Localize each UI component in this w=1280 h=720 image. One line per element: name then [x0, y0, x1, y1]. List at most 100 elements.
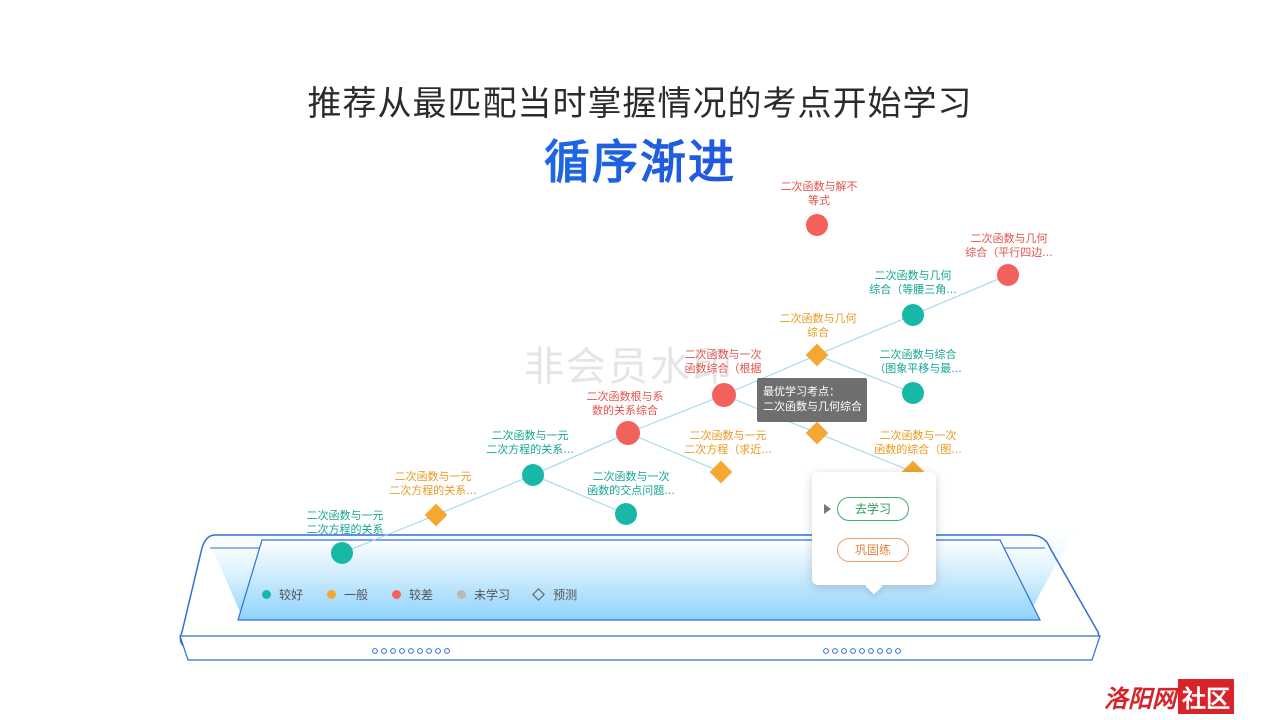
node-label-line: 等式: [808, 194, 830, 207]
node-label: 二次函数与一元二次方程的关系...: [480, 429, 580, 457]
node-label-line: 二次函数与一次: [879, 429, 957, 442]
logo-text: 洛阳网: [1104, 683, 1176, 713]
edge-n3-n4: [532, 474, 627, 515]
topic-node-poor[interactable]: [616, 421, 640, 445]
speaker-grille: [372, 648, 901, 654]
legend-unlearned-label: 未学习: [474, 588, 511, 602]
speaker-hole: [850, 648, 856, 654]
edge-n2-n3: [435, 474, 534, 516]
topic-node-poor[interactable]: [712, 383, 736, 407]
speaker-hole: [841, 648, 847, 654]
tooltip-line2: 二次函数与几何综合: [763, 400, 862, 413]
legend-good: 较好: [262, 586, 303, 603]
topic-node-good[interactable]: [522, 464, 544, 486]
node-label-line: 二次函数与几何: [874, 269, 952, 282]
node-label-line: 二次方程的关系: [306, 523, 384, 536]
node-label-line: （图象平移与最...: [874, 362, 962, 375]
speaker-hole: [886, 648, 892, 654]
action-popup: 去学习 巩固练: [812, 472, 936, 585]
node-label-line: 二次方程（求近...: [684, 443, 772, 456]
speaker-hole: [859, 648, 865, 654]
legend: 较好 一般 较差 未学习 预测: [262, 586, 577, 603]
node-label-line: 二次函数与几何: [779, 312, 857, 325]
unlearned-dot-icon: [457, 590, 467, 599]
legend-poor-label: 较差: [409, 588, 434, 602]
speaker-hole: [417, 648, 423, 654]
speaker-hole: [390, 648, 396, 654]
node-label-line: 二次函数与一元: [491, 429, 569, 442]
go-learn-button[interactable]: 去学习: [837, 497, 909, 521]
diamond-outline-icon: [532, 588, 545, 601]
tablet-device: [179, 534, 1101, 661]
topic-node-average[interactable]: [709, 460, 733, 484]
speaker-hole: [868, 648, 874, 654]
poor-dot-icon: [392, 590, 402, 599]
edge-n7-n8: [723, 354, 818, 396]
node-label-line: 二次方程的关系...: [486, 443, 574, 456]
legend-poor: 较差: [392, 586, 433, 603]
node-label-line: 二次函数与一次: [592, 470, 670, 483]
node-label-line: 二次函数与一次: [684, 348, 762, 361]
legend-unlearned: 未学习: [457, 586, 510, 603]
topic-node-good[interactable]: [331, 542, 353, 564]
edge-n3-n5: [532, 432, 629, 476]
node-label: 二次函数与一次函数的交点问题...: [581, 470, 681, 498]
node-label: 二次函数与一元二次方程的关系: [295, 509, 395, 537]
speaker-hole: [444, 648, 450, 654]
edge-n1-n2: [341, 514, 437, 554]
speaker-hole: [381, 648, 387, 654]
node-label-line: 函数的交点问题...: [587, 484, 675, 497]
speaker-hole: [895, 648, 901, 654]
edge-n5-n7: [627, 394, 725, 434]
topic-node-average[interactable]: [805, 343, 829, 367]
node-label-line: 二次函数与一元: [689, 429, 767, 442]
node-label-line: 综合: [807, 326, 829, 339]
node-label-line: 二次函数与几何: [970, 232, 1048, 245]
speaker-hole: [426, 648, 432, 654]
headline: 推荐从最匹配当时掌握情况的考点开始学习: [307, 84, 973, 124]
node-label: 二次函数与一次函数综合（根据: [673, 348, 773, 376]
node-label: 二次函数根与系数的关系综合: [575, 390, 675, 418]
speaker-hole: [435, 648, 441, 654]
speaker-hole: [823, 648, 829, 654]
topic-node-good[interactable]: [902, 304, 924, 326]
edge-n9-n10: [816, 432, 914, 473]
node-label: 二次函数与一次函数的综合（图...: [868, 429, 968, 457]
topic-node-poor[interactable]: [997, 264, 1019, 286]
tooltip-line1: 最优学习考点：: [763, 385, 840, 398]
speaker-hole: [877, 648, 883, 654]
node-label-line: 函数的综合（图...: [874, 443, 962, 456]
edge-n8-n11: [816, 354, 914, 394]
legend-average: 一般: [327, 586, 368, 603]
edge-n8-n12: [816, 314, 914, 356]
topic-node-good[interactable]: [615, 503, 637, 525]
topic-node-good[interactable]: [902, 382, 924, 404]
node-label-line: 二次函数与一元: [306, 509, 384, 522]
topic-node-poor[interactable]: [806, 214, 828, 236]
legend-predict: 预测: [532, 586, 578, 603]
topic-node-average[interactable]: [424, 503, 448, 527]
node-label-line: 函数综合（根据: [684, 362, 762, 375]
node-label: 二次函数与几何综合: [768, 312, 868, 340]
node-label: 二次函数与一元二次方程（求近...: [678, 429, 778, 457]
legend-average-label: 一般: [344, 588, 369, 602]
speaker-hole: [399, 648, 405, 654]
node-label-line: 二次函数根与系: [586, 390, 664, 403]
node-label-line: 综合（平行四边...: [965, 246, 1053, 259]
node-label-line: 数的关系综合: [592, 404, 658, 417]
node-label-line: 二次函数与综合: [879, 348, 957, 361]
optimal-point-tooltip: 最优学习考点： 二次函数与几何综合: [757, 378, 867, 422]
legend-predict-label: 预测: [553, 588, 578, 602]
topic-node-average[interactable]: [805, 421, 829, 445]
node-label: 二次函数与几何综合（等腰三角...: [863, 269, 963, 297]
node-label: 二次函数与一元二次方程的关系...: [383, 470, 483, 498]
practice-button[interactable]: 巩固练: [837, 538, 909, 562]
node-label-line: 综合（等腰三角...: [869, 283, 957, 296]
node-label: 二次函数与几何综合（平行四边...: [959, 232, 1059, 260]
speaker-hole: [408, 648, 414, 654]
speaker-hole: [372, 648, 378, 654]
subheadline: 循序渐进: [0, 126, 1280, 192]
path-edges: [341, 274, 1009, 554]
node-label: 二次函数与解不等式: [769, 180, 869, 208]
